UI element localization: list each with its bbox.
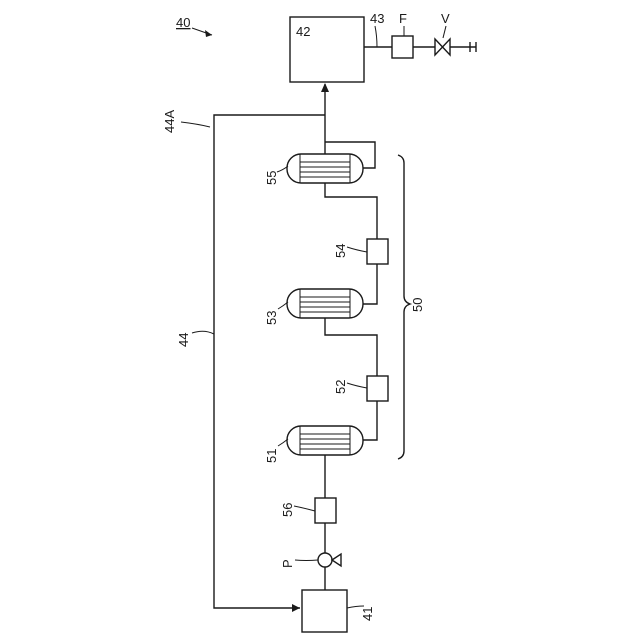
pump-label: P [280, 559, 295, 568]
unit-56-leader [294, 506, 315, 511]
return-line-label: 44 [176, 333, 191, 347]
valve-leader [443, 26, 446, 38]
return-line-arrowhead [292, 604, 300, 612]
reactor-55 [287, 154, 363, 183]
return-line-leader [192, 331, 214, 334]
filter-f [392, 36, 413, 58]
pump-p-discharge [332, 554, 341, 566]
unit-52-leader [347, 383, 367, 388]
unit-52 [367, 376, 388, 401]
reactor-51 [287, 426, 363, 455]
valve-v [435, 39, 450, 55]
pipe-54-to-55 [325, 183, 377, 239]
reactor-53-label: 53 [264, 311, 279, 325]
tank-41 [302, 590, 347, 632]
pipe-52-to-53 [325, 318, 377, 376]
riser-arrowhead [321, 83, 329, 92]
reactor-51-label: 51 [264, 449, 279, 463]
unit-54 [367, 239, 388, 264]
pump-p [318, 553, 332, 567]
outlet-pipe-label: 43 [370, 11, 384, 26]
tank-42-label: 42 [296, 24, 310, 39]
pump-leader [295, 560, 318, 561]
pipe-51-to-52 [362, 401, 377, 440]
figure-ref-arrowhead [205, 30, 212, 37]
unit-54-leader [347, 247, 367, 252]
pipe-53-to-54 [362, 264, 377, 304]
return-line-end-label: 44A [162, 110, 177, 133]
filter-label: F [399, 11, 407, 26]
unit-54-label: 54 [333, 244, 348, 258]
group-label: 50 [410, 298, 425, 312]
tank-41-label: 41 [360, 607, 375, 621]
group-bracket-50 [398, 155, 410, 459]
reactor-53 [287, 289, 363, 318]
reactor-55-label: 55 [264, 171, 279, 185]
return-line-44 [214, 115, 325, 608]
figure-ref-label: 40 [176, 15, 190, 30]
unit-52-label: 52 [333, 380, 348, 394]
outlet-pipe-leader [375, 26, 377, 47]
return-line-end-leader [181, 122, 210, 127]
valve-label: V [441, 11, 450, 26]
unit-56-label: 56 [280, 503, 295, 517]
unit-56 [315, 498, 336, 523]
